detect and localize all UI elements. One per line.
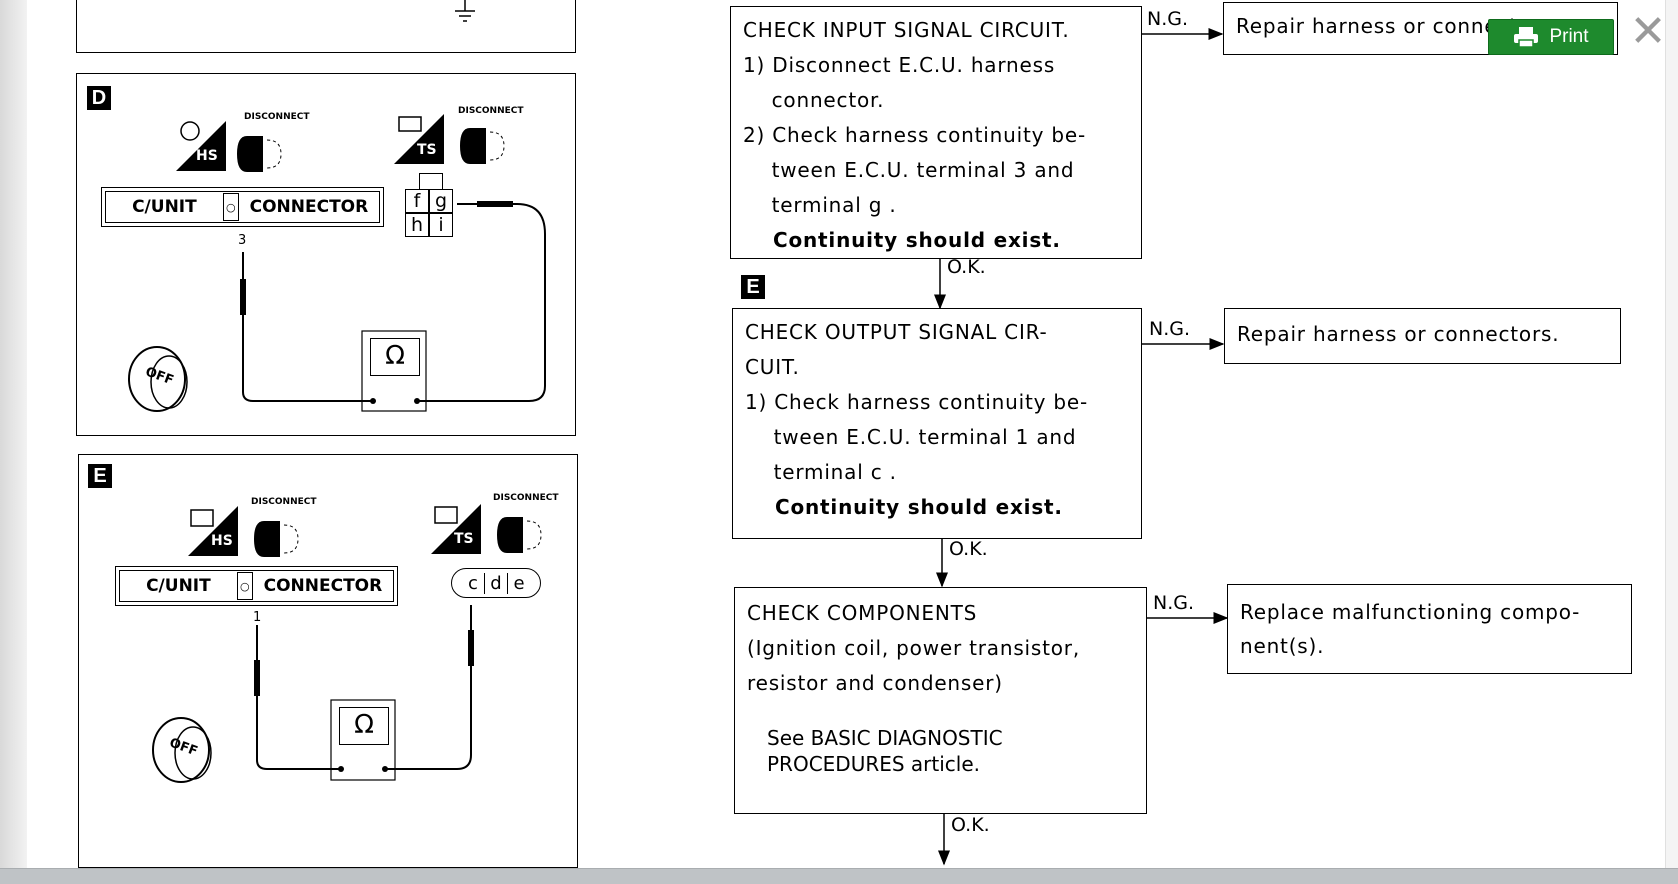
ground-symbol [455, 0, 475, 22]
panel-e-connector-strip: C/UNIT ○ CONNECTOR [115, 566, 398, 606]
panel-d-ts-badge: TS [417, 142, 437, 158]
panel-d-diagram [128, 114, 546, 412]
ng-label-components: N.G. [1153, 592, 1195, 614]
vertical-scrollbar[interactable] [1665, 0, 1678, 868]
panel-d-ohmmeter: Ω [370, 338, 420, 376]
printer-icon [1514, 27, 1539, 48]
panel-e-terminal-e: e [513, 572, 525, 594]
ok-label-3: O.K. [951, 814, 990, 836]
step-input-line-3: connector. [743, 88, 885, 112]
step-input-result: Continuity should exist. [773, 228, 1061, 252]
ng-action-output: Repair harness or connectors. [1224, 308, 1621, 364]
horizontal-scrollbar[interactable] [0, 868, 1678, 884]
panel-e-unit-label: C/UNIT [146, 576, 211, 596]
step-components-line-2: (Ignition coil, power transistor, [747, 636, 1080, 660]
step-output-line-2: CUIT. [745, 355, 800, 379]
ng-action-components-line-1: Replace malfunctioning compo- [1240, 600, 1581, 624]
panel-d-terminal-h: h [405, 213, 429, 237]
step-output-line-5: terminal c . [745, 460, 897, 484]
step-components-box: CHECK COMPONENTS (Ignition coil, power t… [734, 587, 1147, 814]
step-e-tag: E [741, 275, 765, 299]
panel-e-pin-label: 1 [253, 610, 262, 625]
step-input-box: CHECK INPUT SIGNAL CIRCUIT. 1) Disconnec… [730, 6, 1142, 259]
panel-e-terminal-block: c d e [451, 568, 541, 598]
step-output-line-1: CHECK OUTPUT SIGNAL CIR- [745, 320, 1048, 344]
panel-d-disconnect-right: DISCONNECT [458, 106, 524, 116]
panel-d-connector-label: CONNECTOR [249, 197, 369, 217]
panel-d-connector-strip: C/UNIT ○ CONNECTOR [101, 187, 384, 227]
step-output-line-4: tween E.C.U. terminal 1 and [745, 425, 1077, 449]
step-output-line-3: 1) Check harness continuity be- [745, 390, 1089, 414]
flowchart-connectors [934, 28, 1229, 866]
ng-action-components: Replace malfunctioning compo- nent(s). [1227, 584, 1632, 674]
ng-label-input: N.G. [1147, 8, 1189, 30]
step-input-line-1: CHECK INPUT SIGNAL CIRCUIT. [743, 18, 1070, 42]
panel-e-ohmmeter: Ω [339, 707, 389, 745]
panel-e: E HS DISCONNECT TS DISCON [78, 454, 578, 868]
panel-e-ts-badge: TS [454, 531, 474, 547]
panel-e-hs-badge: HS [211, 533, 233, 549]
panel-d-tag: D [87, 86, 111, 110]
panel-d-hs-badge: HS [196, 148, 218, 164]
panel-d-terminal-g: g [429, 189, 453, 213]
left-gutter [0, 0, 28, 868]
ng-label-output: N.G. [1149, 318, 1191, 340]
panel-e-terminal-c: c [462, 572, 485, 594]
panel-e-diagram [152, 504, 542, 783]
print-button[interactable]: Print [1488, 19, 1614, 55]
panel-e-disconnect-right: DISCONNECT [493, 493, 559, 503]
document-page: D [27, 0, 1662, 868]
panel-c-partial [76, 0, 576, 53]
panel-e-terminal-d: d [485, 572, 508, 594]
ng-action-output-text: Repair harness or connectors. [1237, 322, 1560, 346]
panel-d-terminal-f: f [405, 189, 429, 213]
panel-d-terminal-i: i [429, 213, 453, 237]
panel-e-tag: E [88, 464, 112, 488]
step-output-box: CHECK OUTPUT SIGNAL CIR- CUIT. 1) Check … [732, 308, 1142, 539]
step-components-line-1: CHECK COMPONENTS [747, 601, 978, 625]
step-input-line-2: 1) Disconnect E.C.U. harness [743, 53, 1056, 77]
panel-e-disconnect-left: DISCONNECT [251, 497, 317, 507]
step-output-result: Continuity should exist. [775, 495, 1063, 519]
print-button-label: Print [1549, 26, 1589, 47]
panel-d-pin-marker: ○ [222, 193, 239, 221]
step-input-line-5: tween E.C.U. terminal 3 and [743, 158, 1075, 182]
panel-d-unit-label: C/UNIT [132, 197, 197, 217]
step-input-line-6: terminal g . [743, 193, 897, 217]
ok-label-1: O.K. [947, 256, 986, 278]
panel-e-pin-marker: ○ [236, 572, 253, 600]
ng-action-components-line-2: nent(s). [1240, 634, 1325, 658]
ok-label-2: O.K. [949, 538, 988, 560]
close-icon[interactable]: ✕ [1629, 6, 1667, 57]
step-input-line-4: 2) Check harness continuity be- [743, 123, 1087, 147]
panel-d-pin-label: 3 [238, 233, 247, 248]
step-components-see-1: See BASIC DIAGNOSTIC [767, 726, 1003, 750]
panel-d-terminal-block: f g h i [405, 173, 457, 237]
panel-d-disconnect-left: DISCONNECT [244, 112, 310, 122]
step-components-line-3: resistor and condenser) [747, 671, 1003, 695]
panel-e-connector-label: CONNECTOR [263, 576, 383, 596]
panel-d: D [76, 73, 576, 436]
step-components-see-2: PROCEDURES article. [767, 752, 981, 776]
